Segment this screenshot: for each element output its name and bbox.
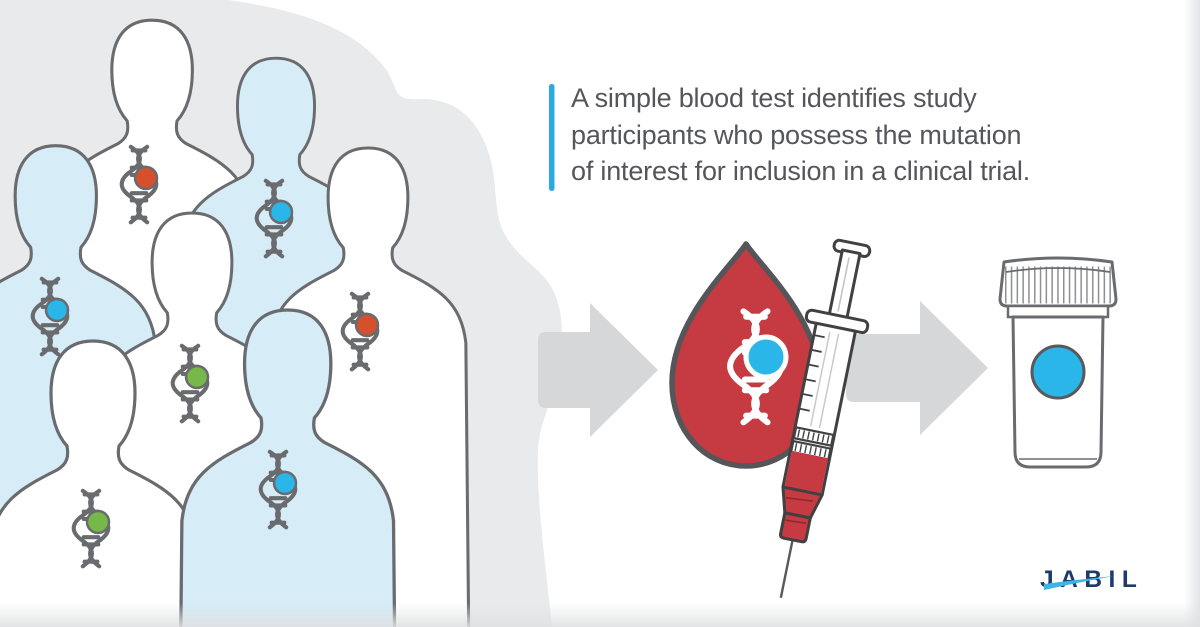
headline-line-3: of interest for inclusion in a clinical … xyxy=(571,156,1031,186)
participant-6 xyxy=(0,339,202,627)
mutation-marker-dot xyxy=(743,334,789,380)
taper-line xyxy=(785,496,813,502)
jabil-logo: JABIL xyxy=(1040,567,1180,597)
syringe-needle xyxy=(779,539,794,598)
participant-1 xyxy=(47,18,257,606)
barrel-highlight xyxy=(818,333,840,429)
participant-7 xyxy=(176,308,400,627)
arrow-right-icon xyxy=(846,301,988,435)
hub-line xyxy=(785,519,807,525)
headline: A simple blood test identifies study par… xyxy=(571,80,1171,190)
blood-drop-dna-icon xyxy=(669,241,823,469)
mutation-marker-dot xyxy=(268,199,294,225)
jabil-logo-swoosh-icon xyxy=(1044,576,1114,590)
mutation-marker-dot xyxy=(354,312,380,338)
headline-line-2: participants who possess the mutation xyxy=(571,119,1022,150)
mutation-marker-dot xyxy=(44,297,70,323)
participant-3 xyxy=(264,146,472,627)
needle-hub xyxy=(779,511,812,544)
arrow-right-icon xyxy=(538,303,658,437)
mutation-marker-dot xyxy=(133,165,159,191)
plunger-rod-highlight xyxy=(837,257,850,312)
participant-2 xyxy=(176,56,376,618)
container-collar xyxy=(1006,304,1110,319)
blood-in-barrel xyxy=(784,450,829,495)
plunger-rod xyxy=(827,248,862,320)
stopper-ribs xyxy=(794,443,828,458)
sample-marker-dot xyxy=(1030,344,1086,400)
participant-5 xyxy=(88,211,296,627)
participant-4 xyxy=(0,144,161,627)
barrel-highlight xyxy=(809,332,831,427)
syringe-icon xyxy=(779,238,872,598)
headline-line-1: A simple blood test identifies study xyxy=(571,83,977,113)
barrel-graduations xyxy=(799,334,825,412)
mutation-marker-dot xyxy=(85,509,111,535)
specimen-container-icon xyxy=(998,256,1118,469)
headline-accent-bar xyxy=(549,84,555,191)
mutation-marker-dot xyxy=(272,470,298,496)
mutation-marker-dot xyxy=(184,364,210,390)
stopper-ribs xyxy=(797,429,831,444)
cap-rim-line xyxy=(1005,267,1111,273)
